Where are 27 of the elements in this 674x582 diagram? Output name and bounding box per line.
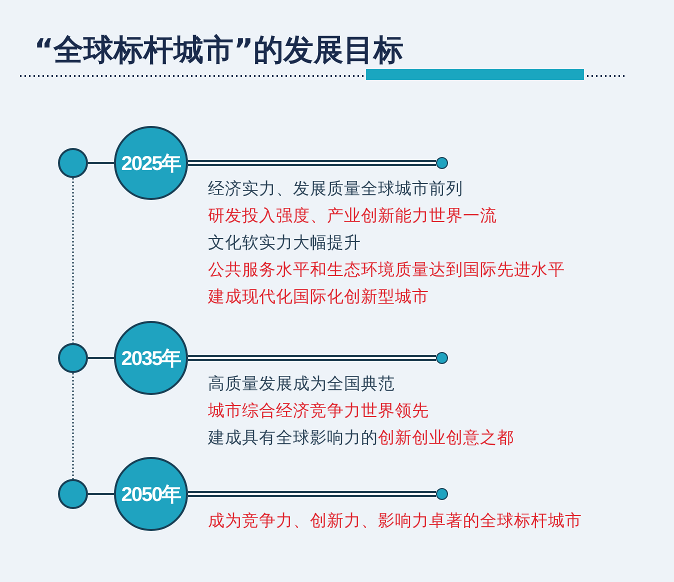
goal-text: 建成现代化国际化创新型城市 [208,286,429,308]
year-label: 2025年 [121,152,181,176]
year-label: 2035年 [121,346,181,372]
end-dot [436,488,448,500]
title: “全球标杆城市”的发展目标 [34,32,404,70]
goal-text: 建成具有全球影响力的创新创业创意之都 [208,427,514,449]
circle-marker [58,479,88,509]
connector-line [188,160,436,166]
dotted-timeline [72,178,74,343]
goal-text: 高质量发展成为全国典范 [208,373,395,395]
connector-line [188,491,436,497]
goal-text: 公共服务水平和生态环境质量达到国际先进水平 [208,259,565,281]
connector-line [88,493,114,495]
end-dot [436,157,448,169]
goal-text: 经济实力、发展质量全球城市前列 [208,178,463,200]
connector-line [188,355,436,361]
goal-text: 研发投入强度、产业创新能力世界一流 [208,205,497,227]
connector-line [88,162,114,164]
end-dot [436,352,448,364]
year-label: 2050年 [121,482,181,508]
circle-marker [58,343,88,373]
goal-text: 城市综合经济竞争力世界领先 [208,400,429,422]
goal-text: 文化软实力大幅提升 [208,232,361,254]
dotted-timeline [72,373,74,479]
circle-marker [58,148,88,178]
connector-line [88,357,114,359]
goal-text: 成为竞争力、创新力、影响力卓著的全球标杆城市 [208,510,582,532]
